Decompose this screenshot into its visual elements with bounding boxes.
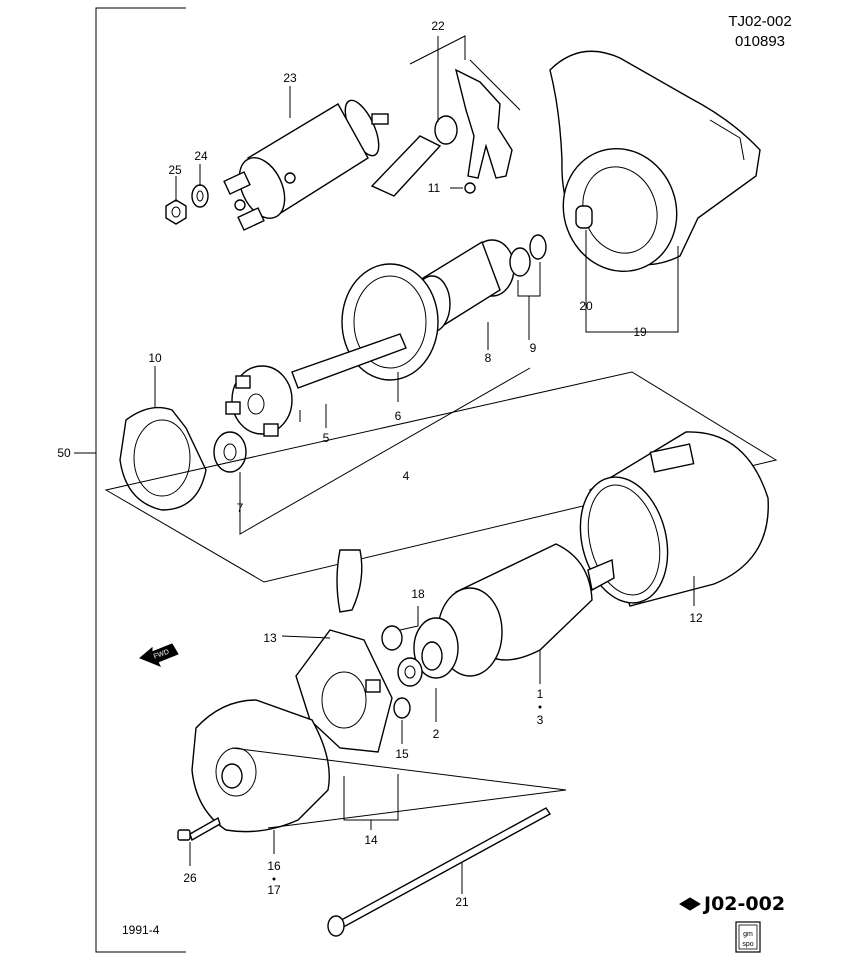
badge-top: gm [743,931,753,938]
callout-13: 13 [263,631,277,645]
end-frame [191,699,330,833]
callout-4: 4 [403,469,410,483]
nut-25 [165,199,187,225]
drive-lever [454,68,513,179]
fwd-arrow-icon: FWD [139,643,179,667]
pinion-shaft [291,333,407,389]
callout-11: 11 [428,181,441,195]
date-code: 010893 [735,33,785,50]
callout-26: 26 [183,871,197,885]
callout-20: 20 [579,299,593,313]
through-bolt [327,807,552,937]
front-housing [549,50,761,273]
callout-9: 9 [530,341,537,355]
callout-24: 24 [194,149,208,163]
callout-22: 22 [431,19,445,33]
callout-separator-1-3 [538,705,542,709]
callout-23: 23 [283,71,297,85]
callout-8: 8 [485,351,492,365]
callout-1: 1 [537,687,544,701]
callout-17: 17 [267,883,281,897]
callout-12: 12 [689,611,703,625]
callout-14: 14 [364,833,378,847]
callout-21: 21 [455,895,469,909]
packing-10 [119,406,207,511]
callout-separator-16-17 [272,877,276,881]
callout-10: 10 [148,351,162,365]
callout-16: 16 [267,859,281,873]
callout-3: 3 [537,713,544,727]
washer-24 [191,184,209,208]
armature [413,543,615,679]
stop-ring [509,247,531,277]
gm-spo-badge: gm spo [735,921,761,953]
callout-6: 6 [395,409,402,423]
callout-18: 18 [411,587,425,601]
assembly-bracket [95,7,186,953]
ball-11 [464,182,476,194]
diamond-icon [679,897,701,911]
badge-bottom: spo [742,941,753,948]
seal-22 [434,115,458,145]
footer-date: 1991-4 [122,923,160,937]
solenoid-switch [223,99,389,231]
callout-50: 50 [57,446,71,460]
planetary-gear [213,431,247,473]
plunger [370,135,442,197]
brush-spring-15 [393,697,411,719]
callout-2: 2 [433,727,440,741]
callout-25: 25 [168,163,182,177]
diagram-id: TJ02-002 [728,13,791,30]
callout-7: 7 [237,501,244,515]
screw-26 [177,816,221,842]
callout-15: 15 [395,747,409,761]
snap-ring-9 [529,234,547,260]
bearing-2 [397,657,423,687]
callout-5: 5 [323,431,330,445]
bushing-18 [381,625,403,651]
callout-19: 19 [633,325,647,339]
brush-holder-assembly [295,549,411,753]
catalog-code: J02-002 [702,893,785,915]
